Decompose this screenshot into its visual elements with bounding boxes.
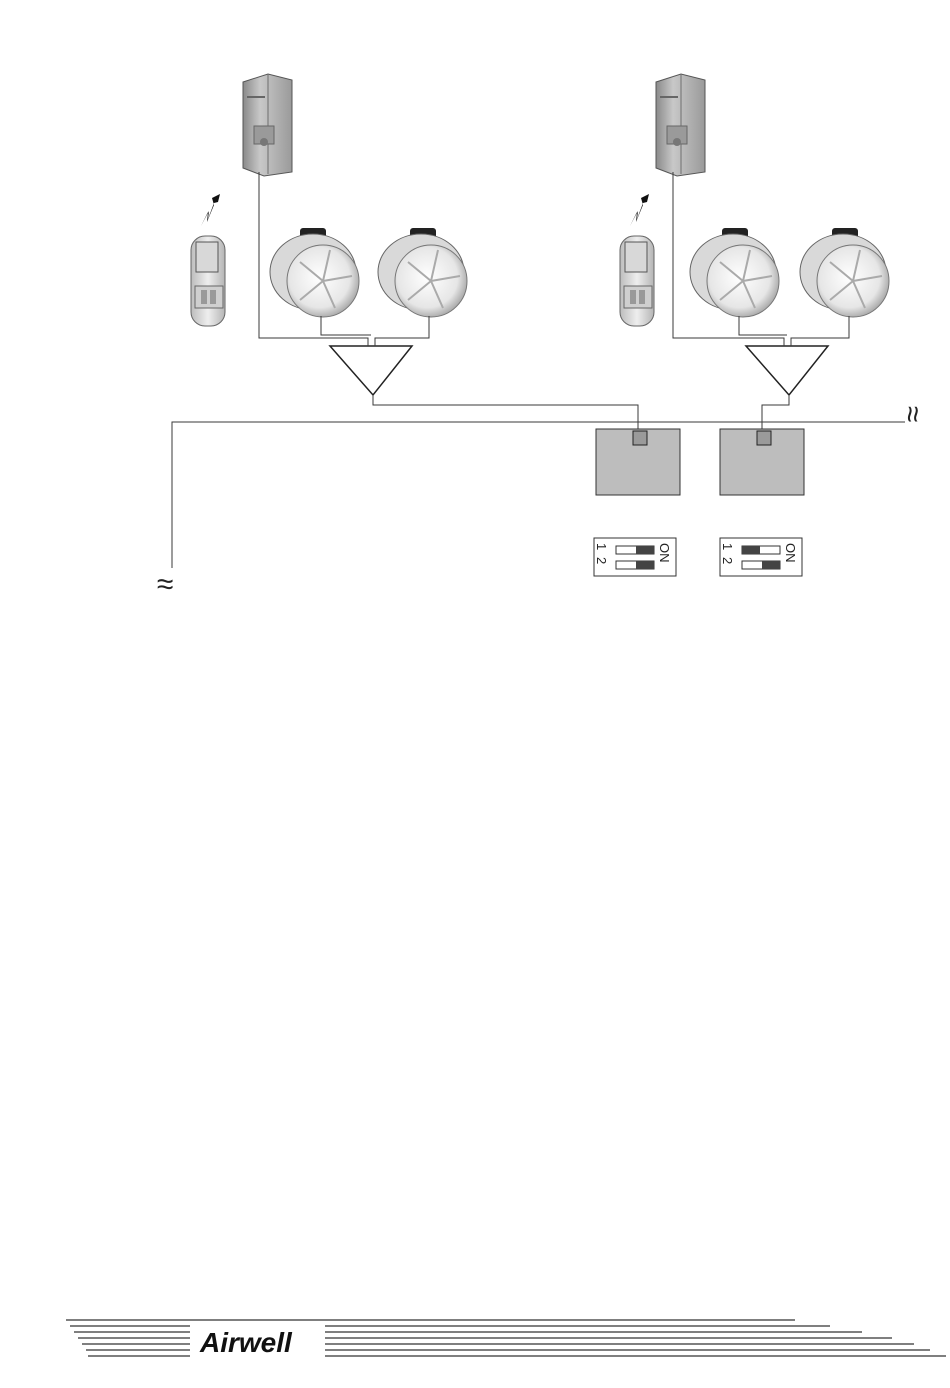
right-junction-box	[746, 346, 828, 395]
right-fan-1	[690, 228, 779, 317]
indoor-board-2	[720, 429, 804, 495]
line-break-symbol-right: ≈	[896, 406, 929, 422]
footer-stripes	[66, 1320, 946, 1356]
right-signal-icon	[630, 194, 649, 226]
dip-switch-1-pos-1: 1	[594, 543, 609, 550]
right-wall-controller	[656, 74, 705, 176]
left-signal-icon	[201, 194, 220, 226]
dip-switch-1: 1 2 ON	[594, 538, 676, 576]
left-junction-box	[330, 346, 412, 395]
dip-switch-2-pos-2: 2	[720, 557, 735, 564]
left-fan-1	[270, 228, 359, 317]
dip-switch-1-on-label: ON	[657, 543, 672, 563]
right-fan-2	[800, 228, 889, 317]
left-remote-control	[191, 236, 225, 326]
dip-switch-2-pos-1: 1	[720, 543, 735, 550]
dip-switch-1-pos-2: 2	[594, 557, 609, 564]
right-remote-control	[620, 236, 654, 326]
left-wall-controller	[243, 74, 292, 176]
dip-switch-2-on-label: ON	[783, 543, 798, 563]
left-fan-2	[378, 228, 467, 317]
brand-logo: Airwell	[199, 1327, 293, 1358]
dip-switch-2: 1 2 ON	[720, 538, 802, 576]
indoor-board-1	[596, 429, 680, 495]
line-break-symbol-left: ≈	[157, 568, 173, 601]
